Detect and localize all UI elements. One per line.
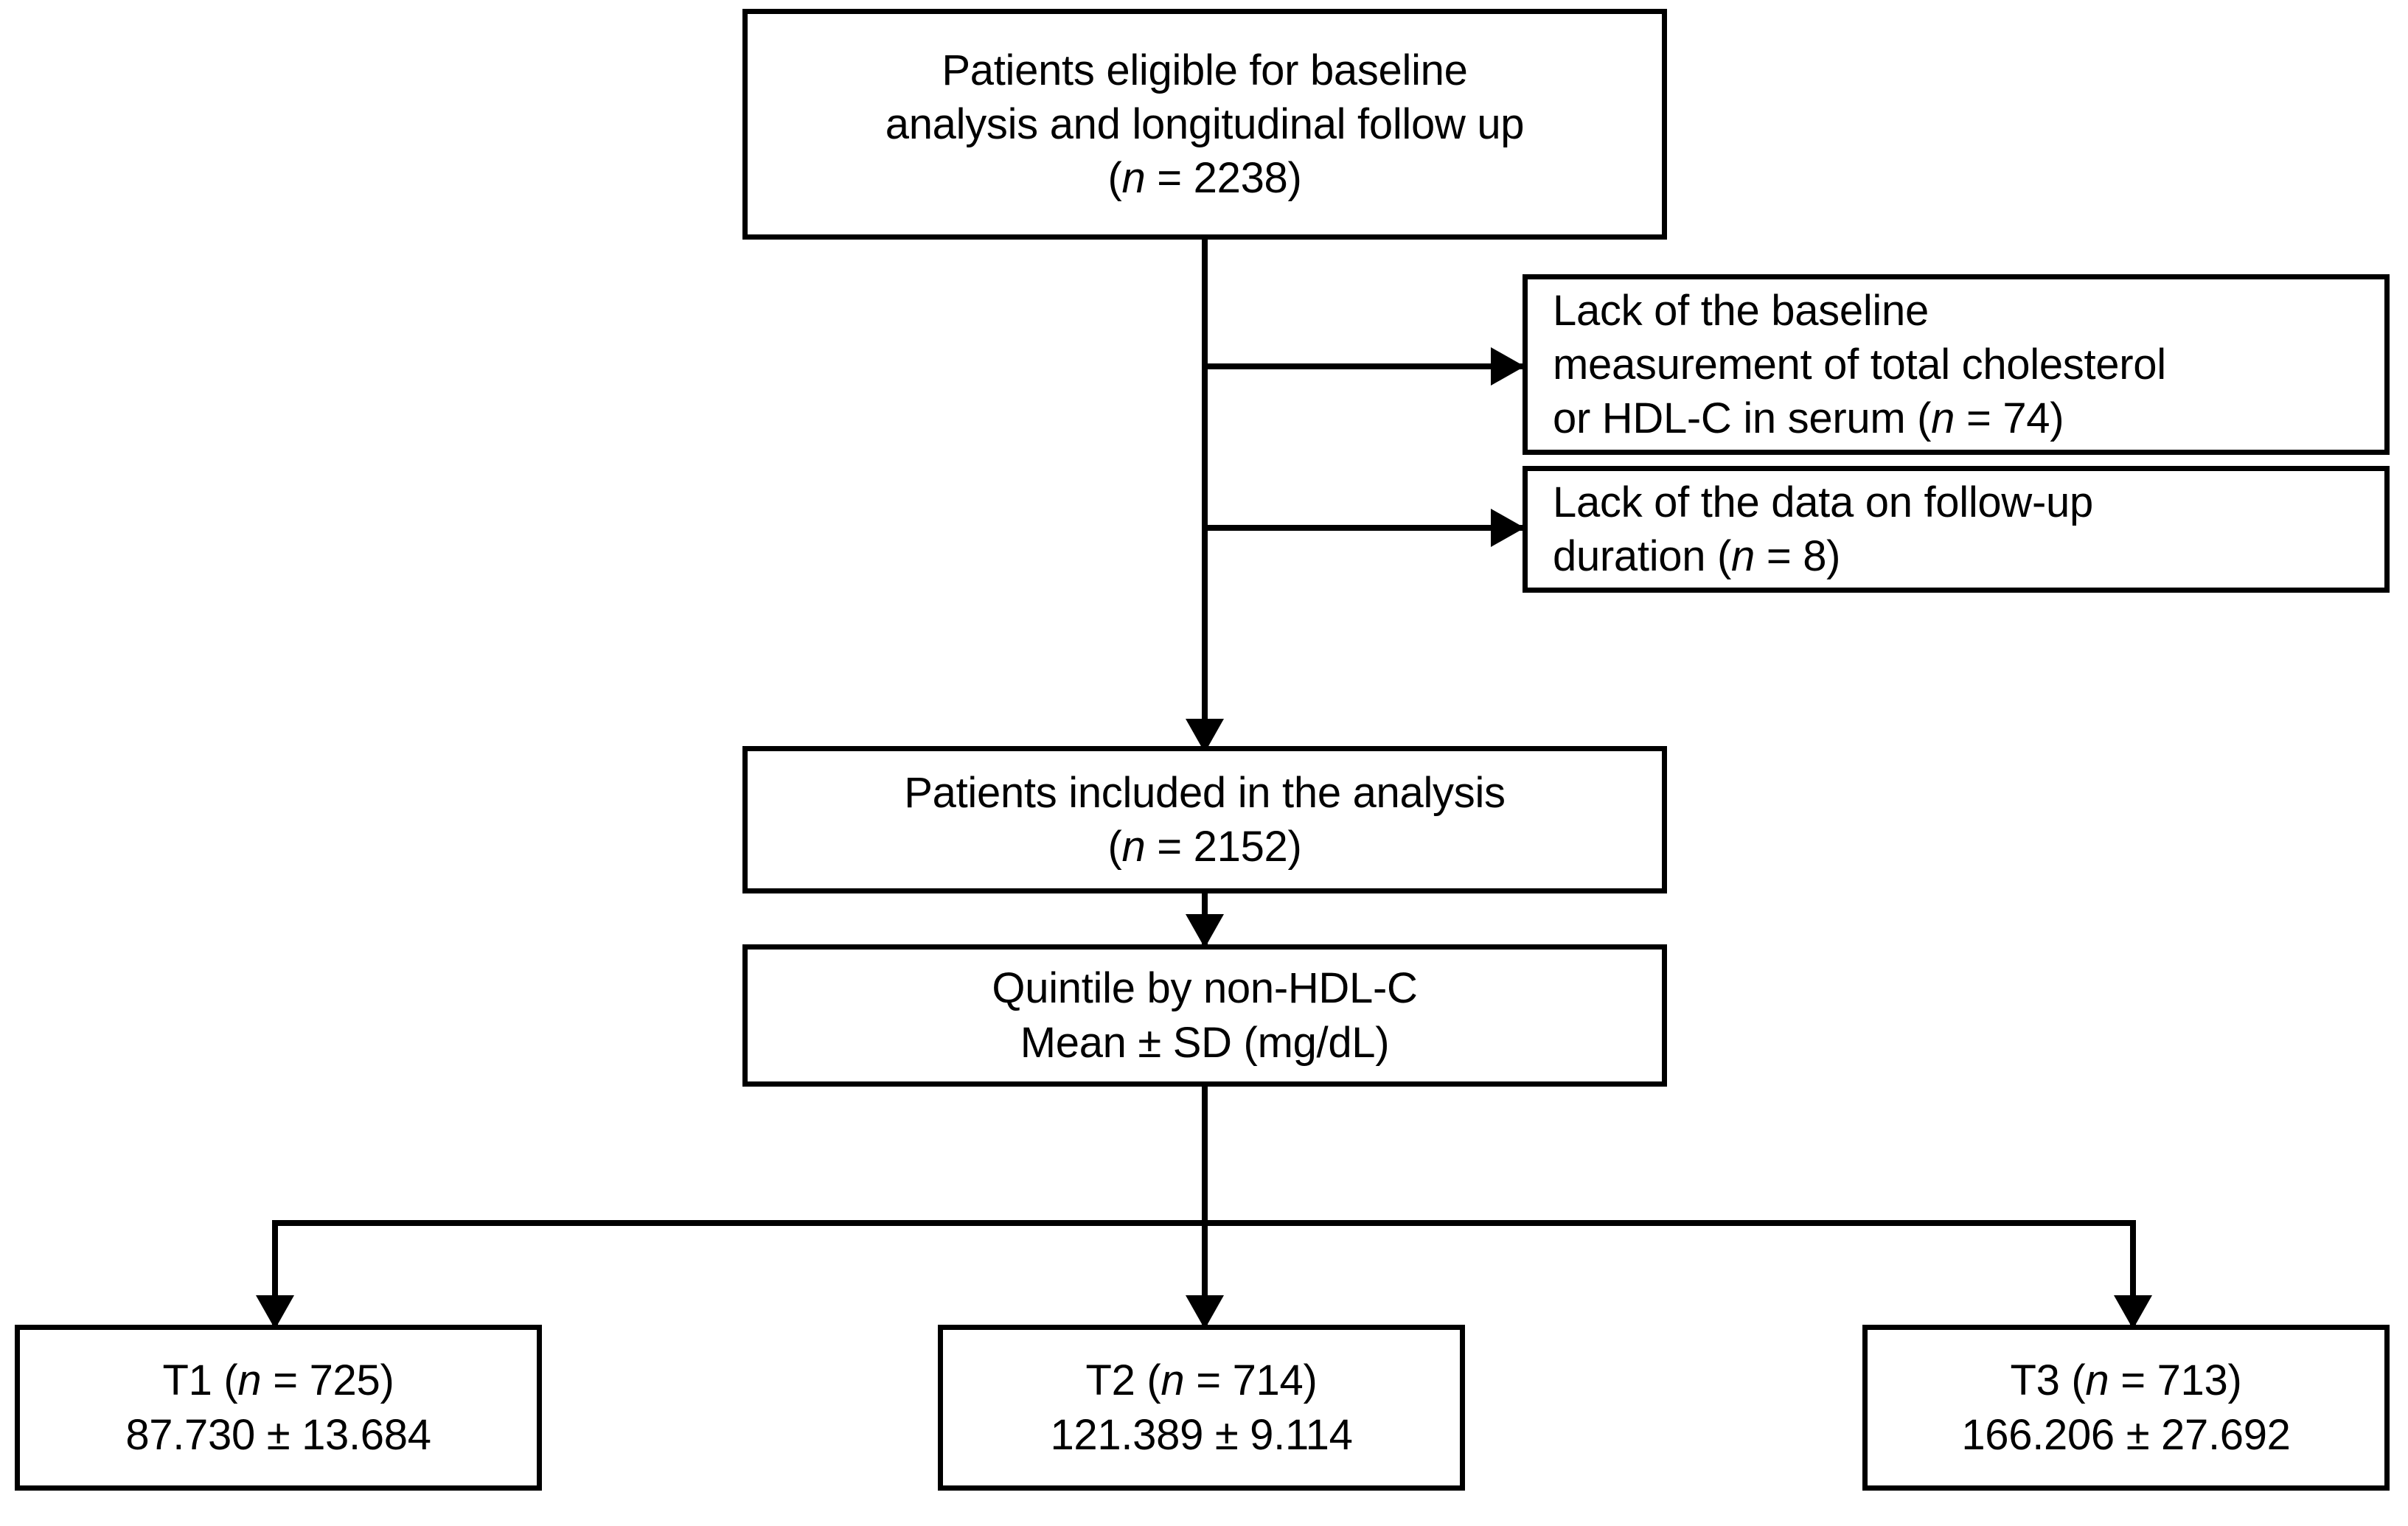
box-tertile-t3[interactable]: T3 (n = 713) 166.206 ± 27.692 — [1862, 1325, 2390, 1491]
arrowhead-to-exclusion-followup — [1491, 509, 1525, 547]
box-exclusion-cholesterol-n-symbol: n — [1931, 394, 1955, 443]
box-eligible-n-symbol: n — [1121, 154, 1146, 203]
connector-drop-t1 — [272, 1220, 278, 1329]
connector-to-exclusion-followup — [1205, 525, 1529, 531]
box-exclusion-followup-duration[interactable]: Lack of the data on follow-up duration (… — [1523, 466, 2390, 593]
box-t3-line-1: T3 (n = 713) — [1868, 1353, 2384, 1407]
box-eligible-patients[interactable]: Patients eligible for baseline analysis … — [742, 9, 1667, 240]
box-t2-count: = 714) — [1184, 1356, 1318, 1405]
box-quintile-line-2: Mean ± SD (mg/dL) — [1020, 1018, 1390, 1067]
box-exclusion-followup-prefix: duration ( — [1553, 532, 1732, 580]
box-t3-mean-sd: 166.206 ± 27.692 — [1961, 1410, 2291, 1459]
arrowhead-to-exclusion-cholesterol — [1491, 347, 1525, 386]
arrowhead-to-t2-box — [1186, 1295, 1224, 1329]
box-t2-n-symbol: n — [1160, 1356, 1185, 1405]
connector-quintile-stem — [1202, 1086, 1208, 1226]
box-included-patients[interactable]: Patients included in the analysis (n = 2… — [742, 746, 1667, 893]
connector-drop-t3 — [2130, 1220, 2136, 1329]
box-eligible-line-3: (n = 2238) — [748, 151, 1662, 205]
box-exclusion-followup-n-symbol: n — [1731, 532, 1755, 580]
box-included-n-symbol: n — [1121, 823, 1146, 871]
box-t2-mean-sd: 121.389 ± 9.114 — [1050, 1410, 1353, 1459]
arrowhead-to-t3-box — [2114, 1295, 2152, 1329]
box-t3-n-symbol: n — [2085, 1356, 2109, 1405]
box-t3-count: = 713) — [2109, 1356, 2242, 1405]
box-exclusion-cholesterol[interactable]: Lack of the baseline measurement of tota… — [1523, 274, 2390, 455]
arrowhead-to-quintile-box — [1186, 914, 1224, 948]
box-t1-label-prefix: T1 ( — [162, 1356, 238, 1405]
arrowhead-to-t1-box — [256, 1295, 294, 1329]
box-eligible-count: = 2238) — [1145, 154, 1302, 203]
box-tertile-t1[interactable]: T1 (n = 725) 87.730 ± 13.684 — [15, 1325, 542, 1491]
connector-trunk-main — [1202, 240, 1208, 983]
connector-to-exclusion-cholesterol — [1205, 363, 1529, 369]
box-eligible-line-2: analysis and longitudinal follow up — [885, 100, 1525, 148]
box-t1-line-1: T1 (n = 725) — [20, 1353, 537, 1407]
box-exclusion-cholesterol-line-1: Lack of the baseline — [1553, 286, 1929, 335]
box-exclusion-followup-line-2: duration (n = 8) — [1528, 529, 2384, 583]
box-exclusion-cholesterol-line-2: measurement of total cholesterol — [1553, 340, 2166, 389]
box-t2-label-prefix: T2 ( — [1085, 1356, 1161, 1405]
box-exclusion-cholesterol-prefix: or HDL-C in serum ( — [1553, 394, 1932, 443]
box-exclusion-cholesterol-count: = 74) — [1955, 394, 2064, 443]
box-eligible-line-1: Patients eligible for baseline — [942, 46, 1468, 94]
box-t3-label-prefix: T3 ( — [2010, 1356, 2086, 1405]
box-exclusion-followup-count: = 8) — [1755, 532, 1841, 580]
box-included-paren-open: ( — [1107, 823, 1122, 871]
box-quintile-non-hdl-c[interactable]: Quintile by non-HDL-C Mean ± SD (mg/dL) — [742, 944, 1667, 1087]
box-included-line-2: (n = 2152) — [748, 820, 1662, 874]
connector-drop-t2 — [1202, 1220, 1208, 1329]
box-exclusion-cholesterol-line-3: or HDL-C in serum (n = 74) — [1528, 391, 2384, 445]
box-t1-count: = 725) — [261, 1356, 394, 1405]
box-quintile-line-1: Quintile by non-HDL-C — [992, 964, 1418, 1013]
box-t2-line-1: T2 (n = 714) — [943, 1353, 1460, 1407]
box-eligible-paren-open: ( — [1107, 154, 1122, 203]
box-exclusion-followup-line-1: Lack of the data on follow-up — [1553, 478, 2093, 526]
box-included-line-1: Patients included in the analysis — [904, 768, 1506, 817]
box-tertile-t2[interactable]: T2 (n = 714) 121.389 ± 9.114 — [938, 1325, 1465, 1491]
box-t1-mean-sd: 87.730 ± 13.684 — [125, 1410, 431, 1459]
box-t1-n-symbol: n — [237, 1356, 262, 1405]
box-included-count: = 2152) — [1145, 823, 1302, 871]
